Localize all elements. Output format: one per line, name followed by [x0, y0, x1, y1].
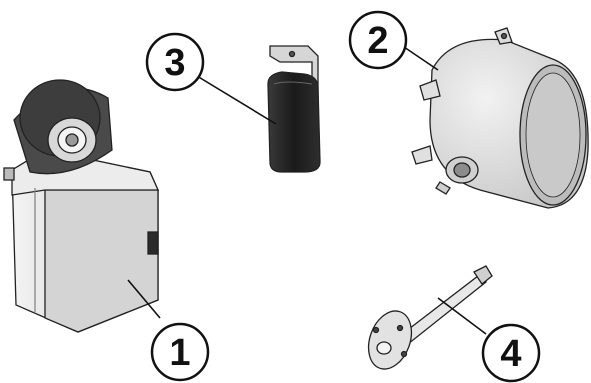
leader-line-2 [403, 46, 439, 71]
callout-label-4: 4 [500, 333, 521, 375]
callout-circle-2 [348, 10, 408, 70]
callout-3: 3 [145, 32, 205, 92]
leader-line-3 [196, 75, 277, 125]
actuator-part [3, 79, 160, 333]
shaft-part [367, 265, 493, 370]
callout-label-3: 3 [164, 42, 185, 84]
leader-line-4 [437, 297, 487, 335]
bracket-block-part [267, 45, 321, 173]
callout-1: 1 [150, 322, 210, 382]
callout-4: 4 [481, 323, 541, 383]
callout-label-1: 1 [169, 332, 190, 374]
callout-label-2: 2 [367, 20, 388, 62]
callout-2: 2 [348, 10, 408, 70]
leader-line-1 [127, 279, 161, 319]
callout-circle-4 [481, 323, 541, 383]
leader-lines [127, 46, 487, 335]
callout-circle-3 [145, 32, 205, 92]
callout-circle-1 [150, 322, 210, 382]
canister-part [411, 27, 589, 209]
